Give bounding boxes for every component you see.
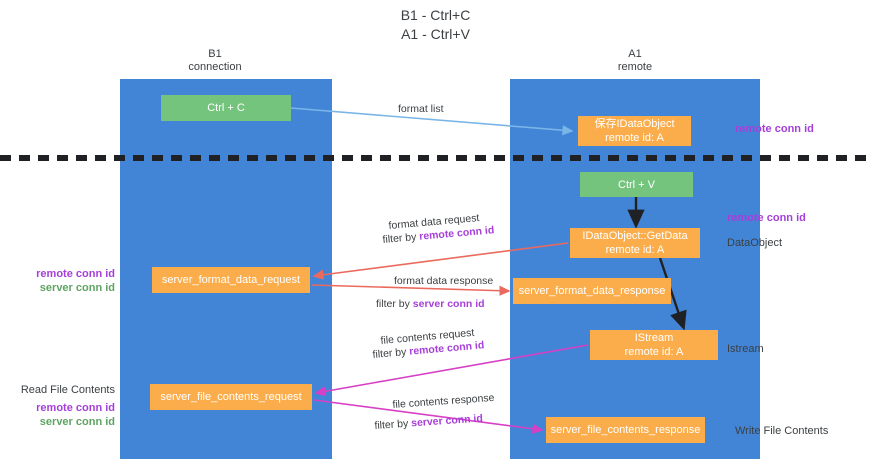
- annotation-left-remote-conn-id-2: remote conn id: [36, 402, 115, 414]
- node-server-file-contents-response[interactable]: server_file_contents_response: [546, 417, 705, 443]
- annotation-write-file-contents: Write File Contents: [735, 425, 829, 437]
- annotation-left-remote-conn-id-1: remote conn id: [36, 268, 115, 280]
- node-save-idataobject-label: 保存IDataObject: [594, 118, 675, 130]
- lane-header-a1-title: A1: [628, 48, 642, 60]
- node-server-format-data-request-label: server_format_data_request: [161, 274, 301, 286]
- annotation-left-conn-ids-bottom: remote conn id server conn id: [10, 401, 115, 429]
- edge-label-format-data-response-text: format data response: [394, 275, 494, 287]
- node-server-file-contents-response-label: server_file_contents_response: [550, 424, 701, 436]
- annotation-left-server-conn-id-2: server conn id: [39, 416, 115, 428]
- filter-prefix-4: filter by: [374, 417, 412, 432]
- annotation-remote-conn-id-mid: remote conn id: [727, 211, 806, 225]
- filter-key-server-conn-id-2: server conn id: [410, 412, 484, 430]
- node-ctrl-v[interactable]: Ctrl + V: [580, 172, 693, 197]
- edge-label-format-list-text: format list: [398, 103, 444, 115]
- title-line-1: B1 - Ctrl+C: [400, 7, 471, 23]
- lane-header-b1: B1 connection: [155, 48, 275, 74]
- phase-divider: [0, 155, 871, 161]
- node-ctrl-c-label: Ctrl + C: [207, 102, 245, 114]
- lane-header-b1-subtitle: connection: [188, 61, 242, 73]
- filter-prefix-3: filter by: [372, 345, 410, 361]
- filter-prefix-1: filter by: [382, 230, 420, 246]
- lane-header-a1: A1 remote: [575, 48, 695, 74]
- annotation-remote-conn-id-top: remote conn id: [735, 122, 814, 136]
- node-server-file-contents-request-label: server_file_contents_request: [160, 391, 302, 403]
- edge-label-format-data-response: format data response: [394, 274, 493, 288]
- edge-label-format-list: format list: [398, 102, 444, 116]
- edge-label-file-contents-response-filter: filter by server conn id: [374, 411, 483, 433]
- annotation-remote-conn-id-mid-text: remote conn id: [727, 212, 806, 224]
- node-save-idataobject-sub: remote id: A: [605, 132, 664, 144]
- node-istream-label: IStream: [634, 332, 674, 344]
- annotation-left-server-conn-id-1: server conn id: [39, 282, 115, 294]
- edge-label-format-data-response-filter: filter by server conn id: [376, 297, 485, 311]
- annotation-remote-conn-id-top-text: remote conn id: [735, 123, 814, 135]
- node-idataobject-getdata-label: IDataObject::GetData: [582, 230, 688, 242]
- node-idataobject-getdata[interactable]: IDataObject::GetData remote id: A: [570, 228, 700, 258]
- diagram-title: B1 - Ctrl+C A1 - Ctrl+V: [0, 6, 871, 44]
- lane-header-a1-subtitle: remote: [617, 61, 653, 73]
- node-ctrl-v-label: Ctrl + V: [618, 178, 655, 191]
- node-istream[interactable]: IStream remote id: A: [590, 330, 718, 360]
- title-line-2: A1 - Ctrl+V: [401, 26, 470, 42]
- filter-key-server-conn-id-1: server conn id: [412, 298, 485, 310]
- node-save-idataobject[interactable]: 保存IDataObject remote id: A: [578, 116, 691, 146]
- filter-prefix-2: filter by: [376, 298, 413, 310]
- lane-header-b1-title: B1: [208, 48, 222, 60]
- annotation-istream: Istream: [727, 343, 764, 355]
- node-istream-sub: remote id: A: [624, 346, 684, 358]
- node-server-format-data-response[interactable]: server_format_data_response: [513, 278, 671, 304]
- node-server-format-data-response-label: server_format_data_response: [518, 285, 666, 297]
- node-ctrl-c[interactable]: Ctrl + C: [161, 95, 291, 121]
- annotation-left-conn-ids-top: remote conn id server conn id: [10, 267, 115, 295]
- node-idataobject-getdata-sub: remote id: A: [605, 244, 665, 256]
- annotation-dataobject: DataObject: [727, 237, 783, 249]
- node-server-format-data-request[interactable]: server_format_data_request: [152, 267, 310, 293]
- edge-label-file-contents-response-text: file contents response: [392, 391, 495, 411]
- annotation-read-file-contents: Read File Contents: [20, 384, 115, 396]
- node-server-file-contents-request[interactable]: server_file_contents_request: [150, 384, 312, 410]
- edge-label-file-contents-response: file contents response: [392, 391, 495, 412]
